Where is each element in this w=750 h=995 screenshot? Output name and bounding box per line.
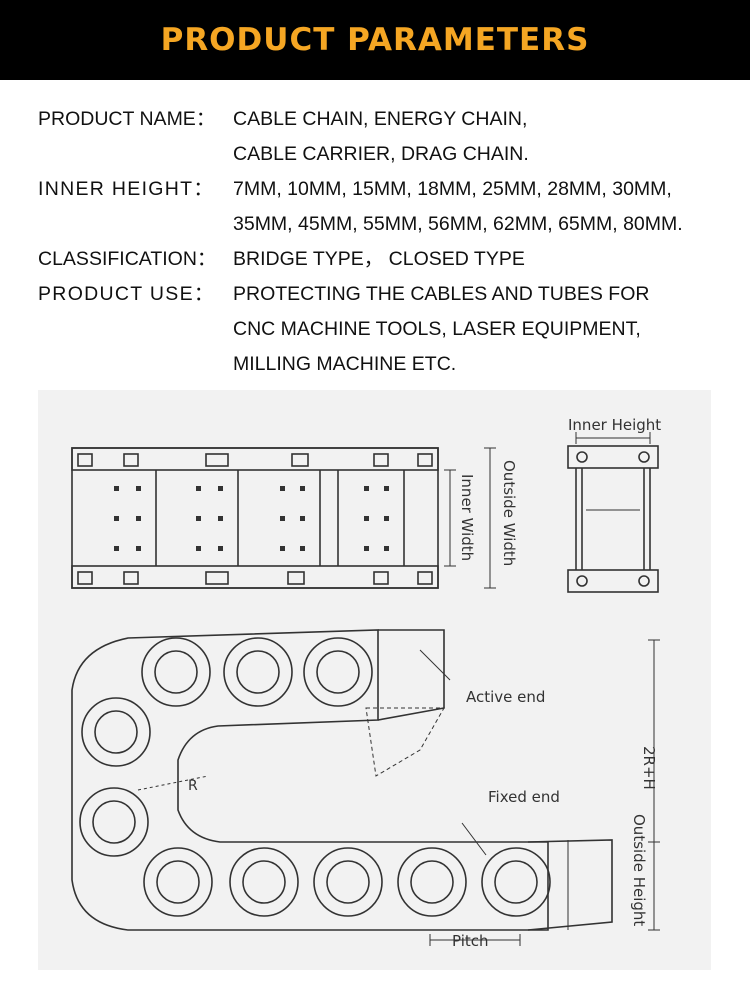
outside-width-label: Outside Width: [500, 460, 518, 566]
page-title: PRODUCT PARAMETERS: [160, 22, 590, 58]
param-value-line: 7MM, 10MM, 15MM, 18MM, 25MM, 28MM, 30MM,: [233, 178, 672, 200]
parameter-list: PRODUCT NAME： CABLE CHAIN, ENERGY CHAIN,…: [38, 102, 738, 382]
param-value: CABLE CHAIN, ENERGY CHAIN, CABLE CARRIER…: [233, 102, 529, 172]
inner-height-label: Inner Height: [568, 416, 661, 434]
two-r-plus-h-label: 2R+H: [640, 746, 658, 790]
chain-links: [79, 637, 551, 917]
param-value: PROTECTING THE CABLES AND TUBES FOR CNC …: [233, 277, 649, 382]
active-end-label: Active end: [466, 688, 545, 706]
param-value: BRIDGE TYPE， CLOSED TYPE: [233, 242, 525, 277]
param-row-inner-height: INNER HEIGHT： 7MM, 10MM, 15MM, 18MM, 25M…: [38, 172, 738, 242]
param-value-line: CABLE CARRIER, DRAG CHAIN.: [233, 143, 529, 165]
chain-side-view: [567, 432, 659, 593]
param-value-line: BRIDGE TYPE， CLOSED TYPE: [233, 248, 525, 270]
fixed-end-label: Fixed end: [488, 788, 560, 806]
chain-bend-view: [71, 629, 660, 946]
header-banner: PRODUCT PARAMETERS: [0, 0, 750, 80]
chain-top-view: [71, 447, 496, 589]
pitch-label: Pitch: [452, 932, 489, 950]
param-label: PRODUCT USE：: [38, 283, 215, 305]
param-label: CLASSIFICATION：: [38, 248, 217, 270]
param-value-line: CABLE CHAIN, ENERGY CHAIN,: [233, 108, 528, 130]
param-row-product-name: PRODUCT NAME： CABLE CHAIN, ENERGY CHAIN,…: [38, 102, 738, 172]
param-value-line: CNC MACHINE TOOLS, LASER EQUIPMENT,: [233, 318, 641, 340]
inner-width-label: Inner Width: [458, 474, 476, 561]
technical-drawing: Inner Height Inner Width Outside Width A…: [38, 390, 711, 970]
cable-chain-drawing: Inner Height Inner Width Outside Width A…: [71, 416, 661, 950]
param-label: INNER HEIGHT：: [38, 178, 215, 200]
param-value-line: MILLING MACHINE ETC.: [233, 353, 457, 375]
param-value: 7MM, 10MM, 15MM, 18MM, 25MM, 28MM, 30MM,…: [233, 172, 683, 242]
param-value-line: 35MM, 45MM, 55MM, 56MM, 62MM, 65MM, 80MM…: [233, 213, 683, 235]
param-value-line: PROTECTING THE CABLES AND TUBES FOR: [233, 283, 650, 305]
param-label: PRODUCT NAME：: [38, 108, 216, 130]
param-row-classification: CLASSIFICATION： BRIDGE TYPE， CLOSED TYPE: [38, 242, 738, 277]
outside-height-label: Outside Height: [630, 814, 648, 926]
radius-label: R: [188, 778, 198, 794]
param-row-product-use: PRODUCT USE： PROTECTING THE CABLES AND T…: [38, 277, 738, 382]
